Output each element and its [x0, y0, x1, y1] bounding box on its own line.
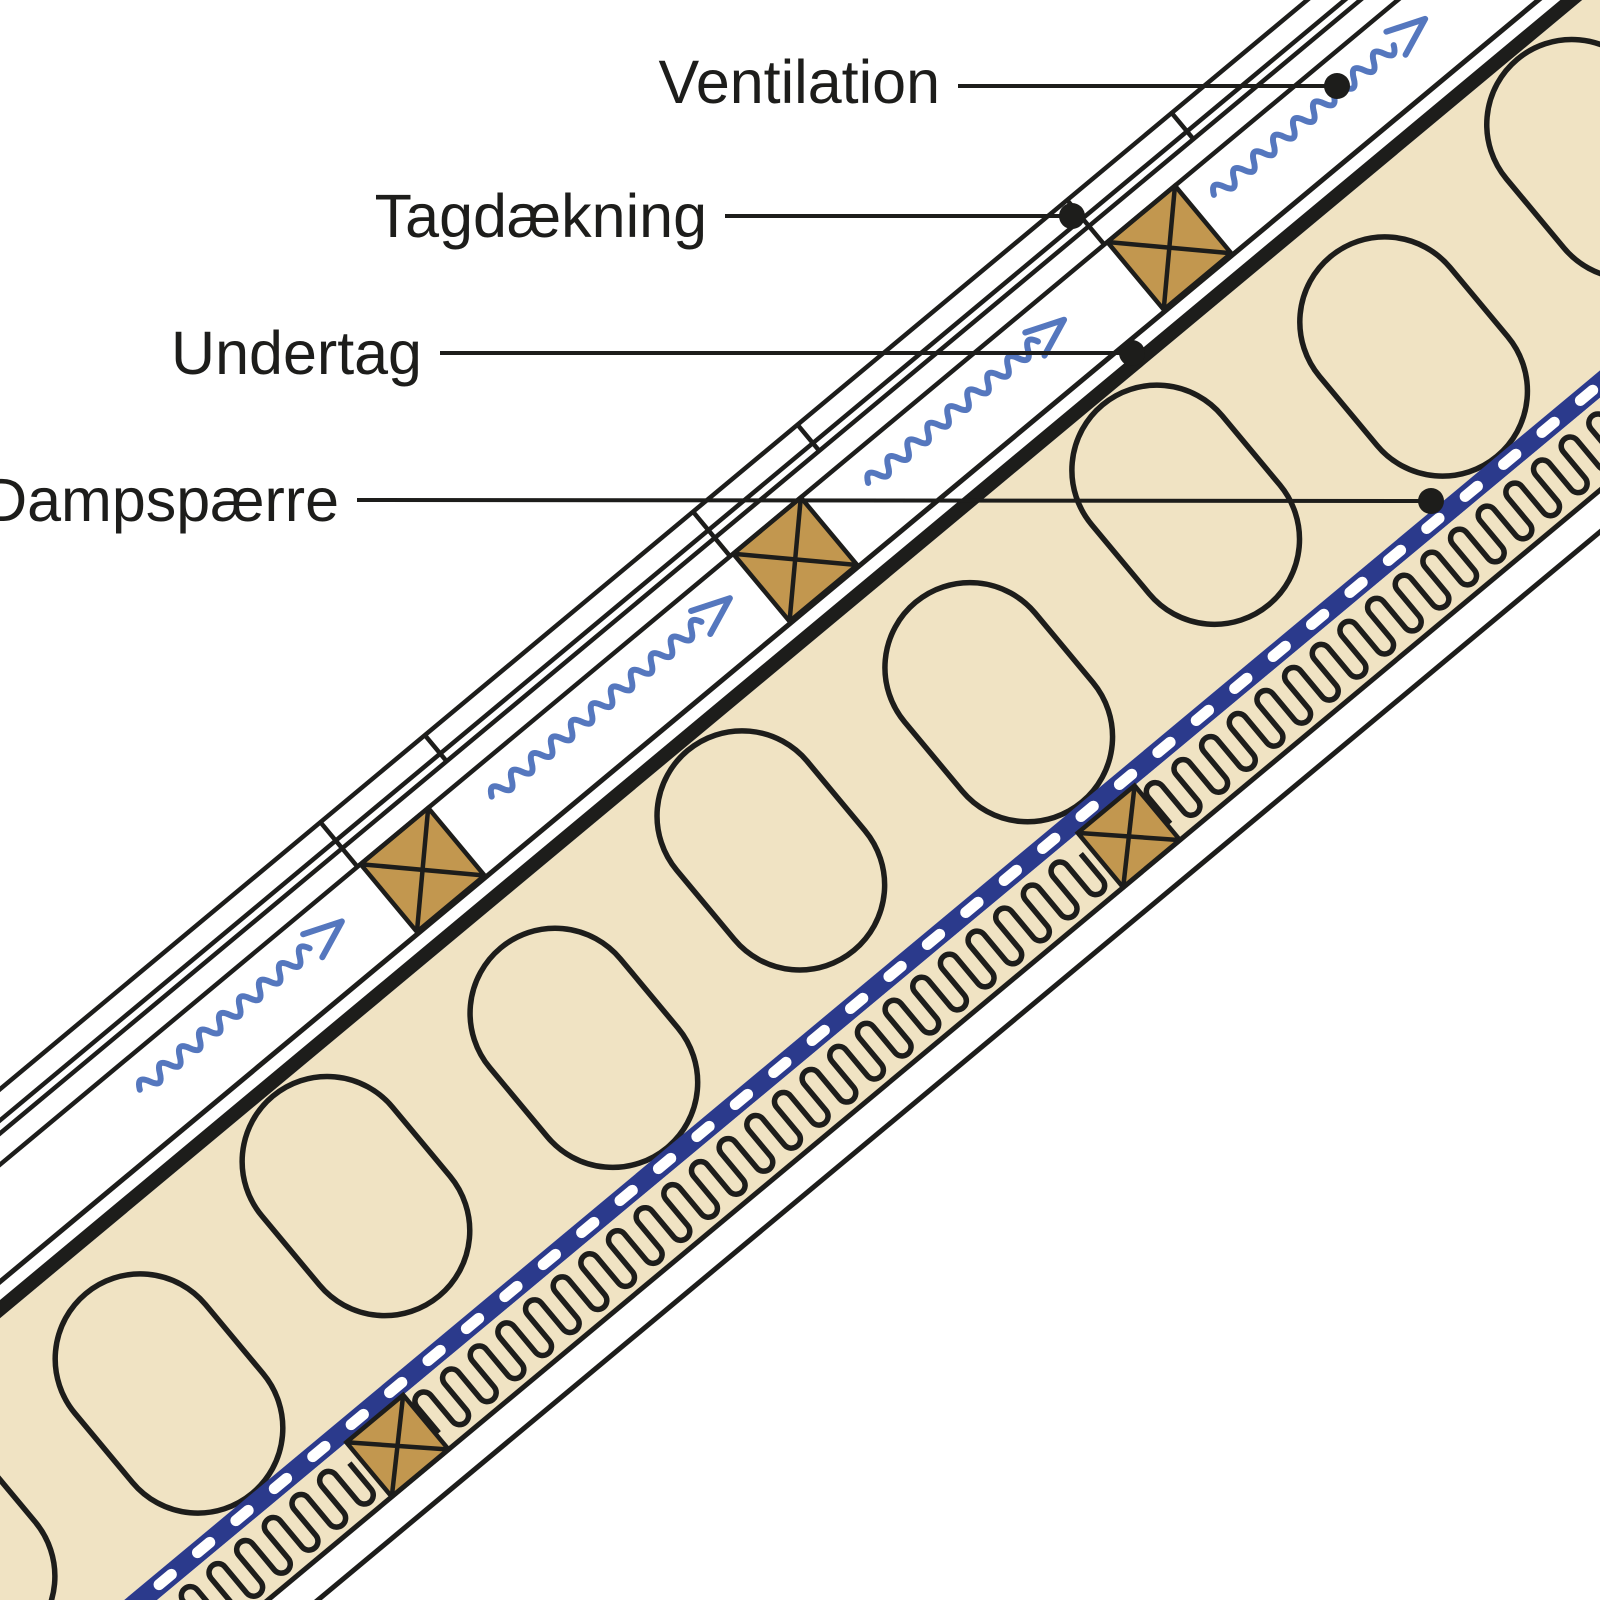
meander-segment [1143, 180, 1600, 826]
ventilation-arrowhead [300, 918, 345, 961]
leader-dot-dampspaerre [1418, 488, 1444, 514]
ventilation-arrow-wave [864, 336, 1041, 486]
undertag-membrane [0, 0, 1600, 1542]
label-undertag: Undertag [171, 319, 422, 387]
ventilation-arrow-wave [1210, 42, 1398, 198]
sheet-joint-step [318, 820, 360, 869]
roof-sheet-line [0, 0, 1600, 1434]
insulation-loop [239, 1073, 473, 1319]
insulation-loop [1297, 234, 1531, 479]
roof-sheet-line [0, 0, 1600, 1408]
leader-dot-tagdaekning [1059, 203, 1085, 229]
sheet-joint-step [691, 510, 732, 558]
insulation-loop [1484, 36, 1600, 282]
ventilation-arrows [135, 15, 1429, 1093]
counter-batten-line [0, 0, 1600, 1522]
ceiling-batten [343, 1391, 452, 1500]
insulation-loop [1069, 382, 1303, 628]
vapour-barrier-dashes [0, 49, 1600, 1600]
sheet-joint-step [423, 733, 449, 763]
roof-sheet-line [0, 0, 1600, 1427]
label-dampspaerre: Dampspærre [0, 466, 339, 534]
label-ventilation: Ventilation [659, 48, 941, 116]
ceiling-cladding-line [0, 140, 1600, 1600]
ventilation-arrowhead [1383, 15, 1429, 58]
label-tagdaekning: Tagdækning [375, 182, 707, 250]
ventilation-arrowhead [1022, 316, 1068, 359]
meander-pattern [95, 180, 1600, 1600]
leader-dot-undertag [1119, 340, 1145, 366]
leader-lines [356, 73, 1444, 514]
roof-sheet-line [0, 0, 1600, 1453]
ceiling-cladding-line [0, 115, 1600, 1600]
leader-dot-ventilation [1324, 73, 1350, 99]
ventilation-arrow-wave [487, 616, 705, 800]
leader-line-dampspaerre [356, 498, 1432, 503]
sheet-joint-step [795, 423, 821, 453]
sheet-joint-step [1169, 111, 1196, 141]
ventilation-arrowhead [688, 595, 733, 638]
meander-segment [412, 852, 1108, 1435]
insulation-loop [467, 925, 701, 1171]
insulation-loop [0, 1419, 58, 1600]
insulation-loop [654, 728, 888, 973]
ventilation-arrow-wave [135, 943, 313, 1093]
meander-segment [95, 1461, 376, 1600]
